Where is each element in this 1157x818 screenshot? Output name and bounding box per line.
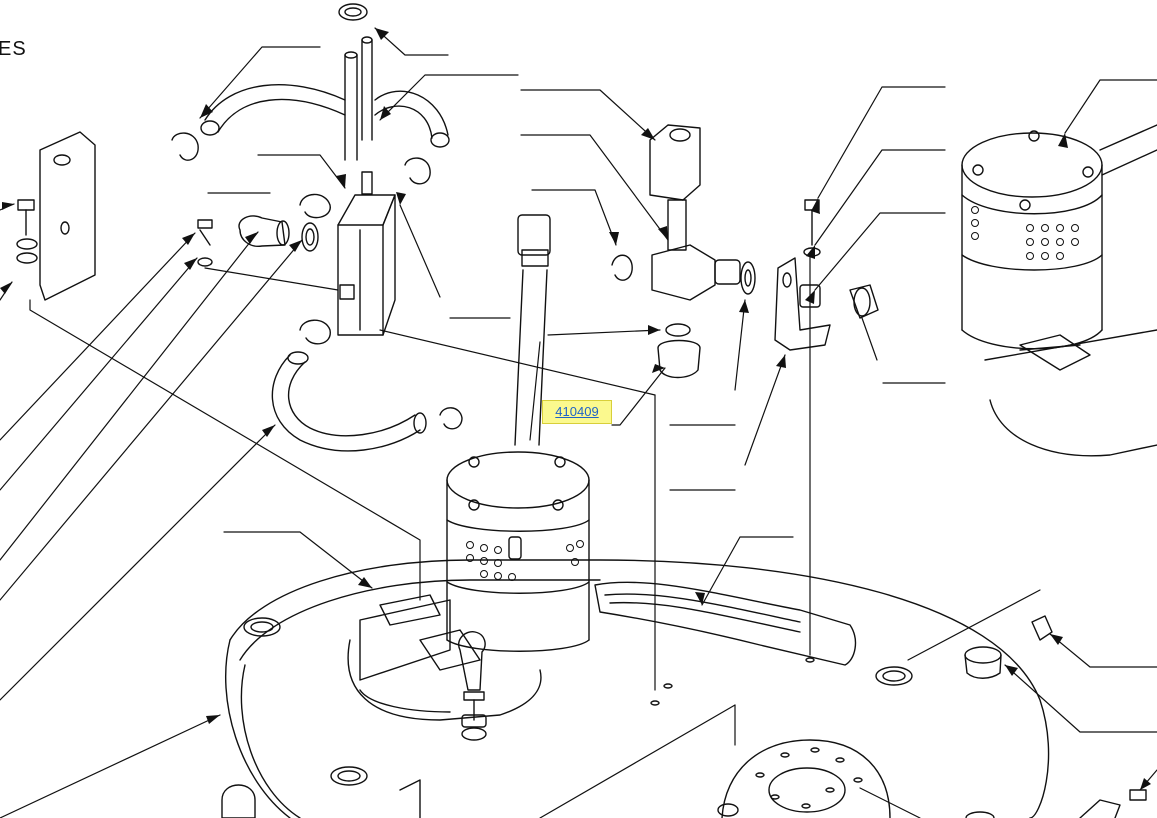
part-number-callout[interactable]: 410409 <box>542 400 612 424</box>
right-vacuum-motor <box>961 124 1157 457</box>
lower-right-parts <box>964 615 1147 818</box>
drain-channel <box>594 581 857 666</box>
left-bracket <box>16 131 96 301</box>
pressure-switch-manifold <box>337 171 396 336</box>
center-vacuum-motor <box>347 451 590 741</box>
solenoid-valve <box>649 124 756 379</box>
center-flange <box>721 739 891 818</box>
bottom-left-part <box>221 779 739 818</box>
u-hose <box>200 3 450 161</box>
hose-clamps <box>171 132 633 430</box>
arrowheads <box>0 28 1151 790</box>
l-bracket <box>774 199 879 351</box>
leader-lines <box>0 27 1157 818</box>
header-text-fragment: ES <box>0 38 27 60</box>
barb-fitting <box>197 215 319 267</box>
elbow-hose <box>271 351 427 452</box>
vertical-hose <box>514 214 551 446</box>
base-plate <box>224 559 1050 818</box>
